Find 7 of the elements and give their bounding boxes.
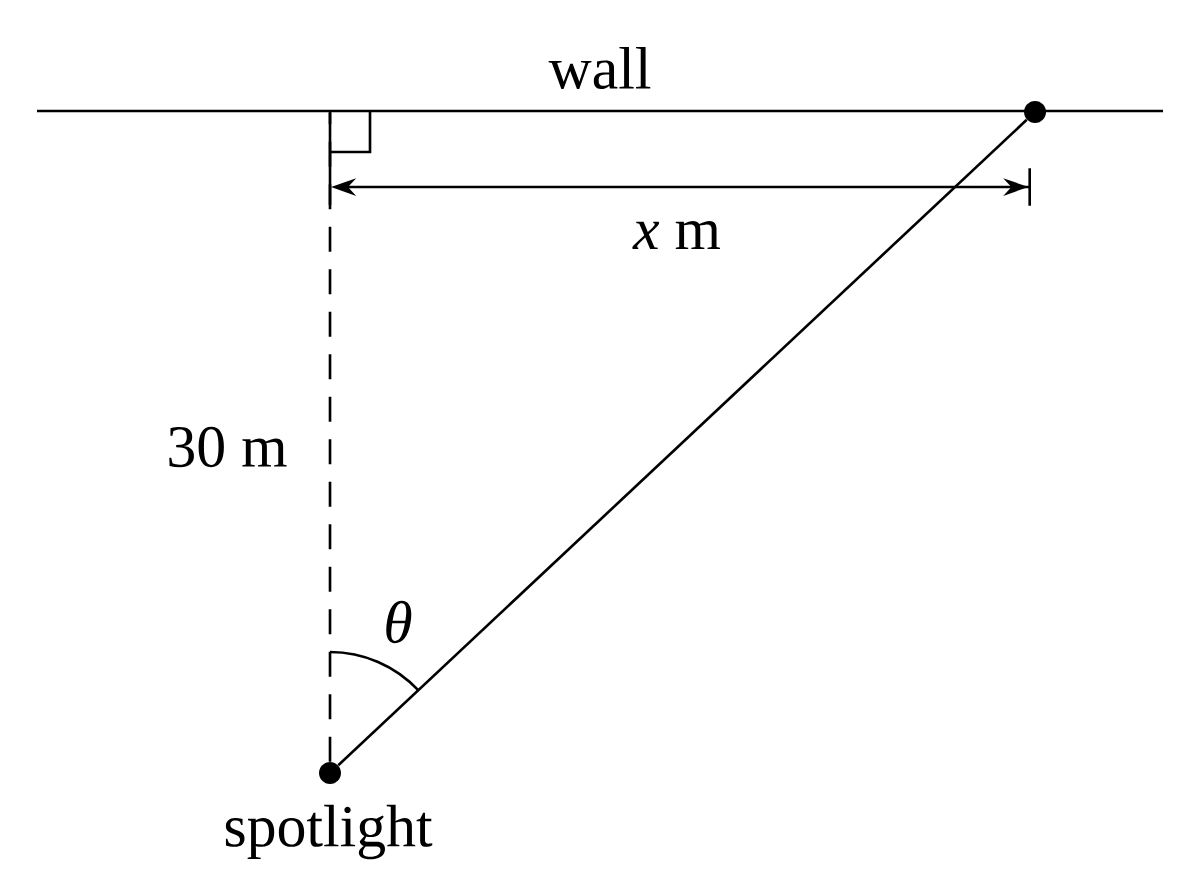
beam-line [337,118,1028,767]
point-dot [1024,101,1046,123]
point-label: spotlight [225,804,433,860]
angle-label: θ [386,600,412,644]
dimension-label: x m [632,220,721,250]
dimension-label: 30 m [169,426,287,468]
wall-label: wall [548,47,651,89]
